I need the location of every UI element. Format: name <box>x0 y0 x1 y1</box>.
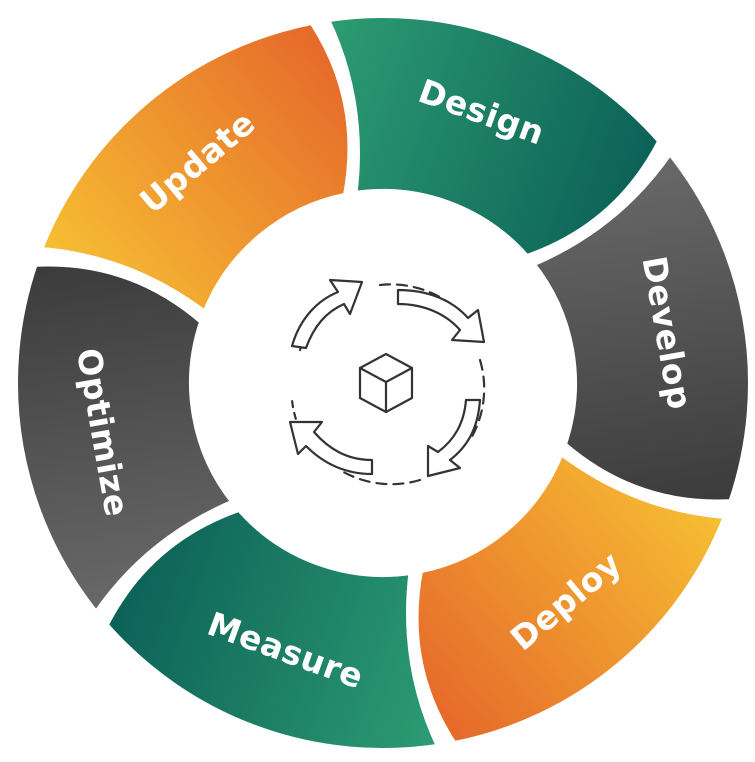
segment-measure <box>100 503 445 756</box>
segment-optimize <box>10 258 240 620</box>
cycle-arrows-with-cube-icon <box>288 278 486 486</box>
segment-update <box>34 16 356 319</box>
segment-design <box>321 10 666 263</box>
segment-deploy <box>410 447 732 750</box>
segment-develop <box>526 146 755 508</box>
cycle-segments <box>10 10 755 756</box>
